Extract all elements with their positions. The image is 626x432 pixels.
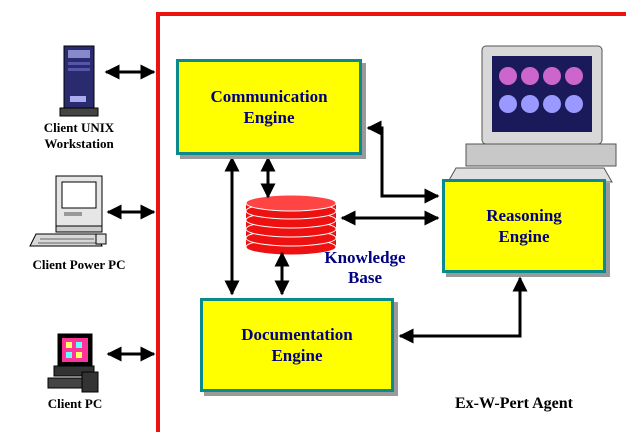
documentation-engine: Documentation Engine bbox=[200, 298, 394, 392]
connectors bbox=[104, 64, 528, 362]
reasoning-engine: Reasoning Engine bbox=[442, 179, 606, 273]
communication-engine: Communication Engine bbox=[176, 59, 362, 155]
agent-boundary bbox=[156, 12, 626, 432]
agent-title: Ex-W-Pert Agent bbox=[454, 395, 574, 412]
diagram-graphics bbox=[29, 45, 617, 393]
reasoning-engine-label: Reasoning Engine bbox=[486, 206, 562, 246]
client-pc-label: Client PC bbox=[47, 396, 103, 411]
arrow-doc-reasoning bbox=[398, 276, 528, 344]
communication-engine-label: Communication Engine bbox=[210, 87, 328, 127]
macintosh-icon bbox=[29, 175, 107, 247]
client-unix-label: Client UNIX Workstation bbox=[43, 120, 115, 151]
arrow-comm-reasoning bbox=[366, 120, 440, 204]
workstation-monitor-icon bbox=[447, 45, 617, 183]
pc-icon bbox=[47, 333, 99, 393]
database-icon bbox=[245, 194, 337, 256]
knowledge-base-label: Knowledge Base bbox=[324, 248, 406, 287]
unix-workstation-icon bbox=[59, 45, 99, 117]
client-powerpc-label: Client Power PC bbox=[32, 257, 126, 272]
documentation-engine-label: Documentation Engine bbox=[241, 325, 353, 365]
